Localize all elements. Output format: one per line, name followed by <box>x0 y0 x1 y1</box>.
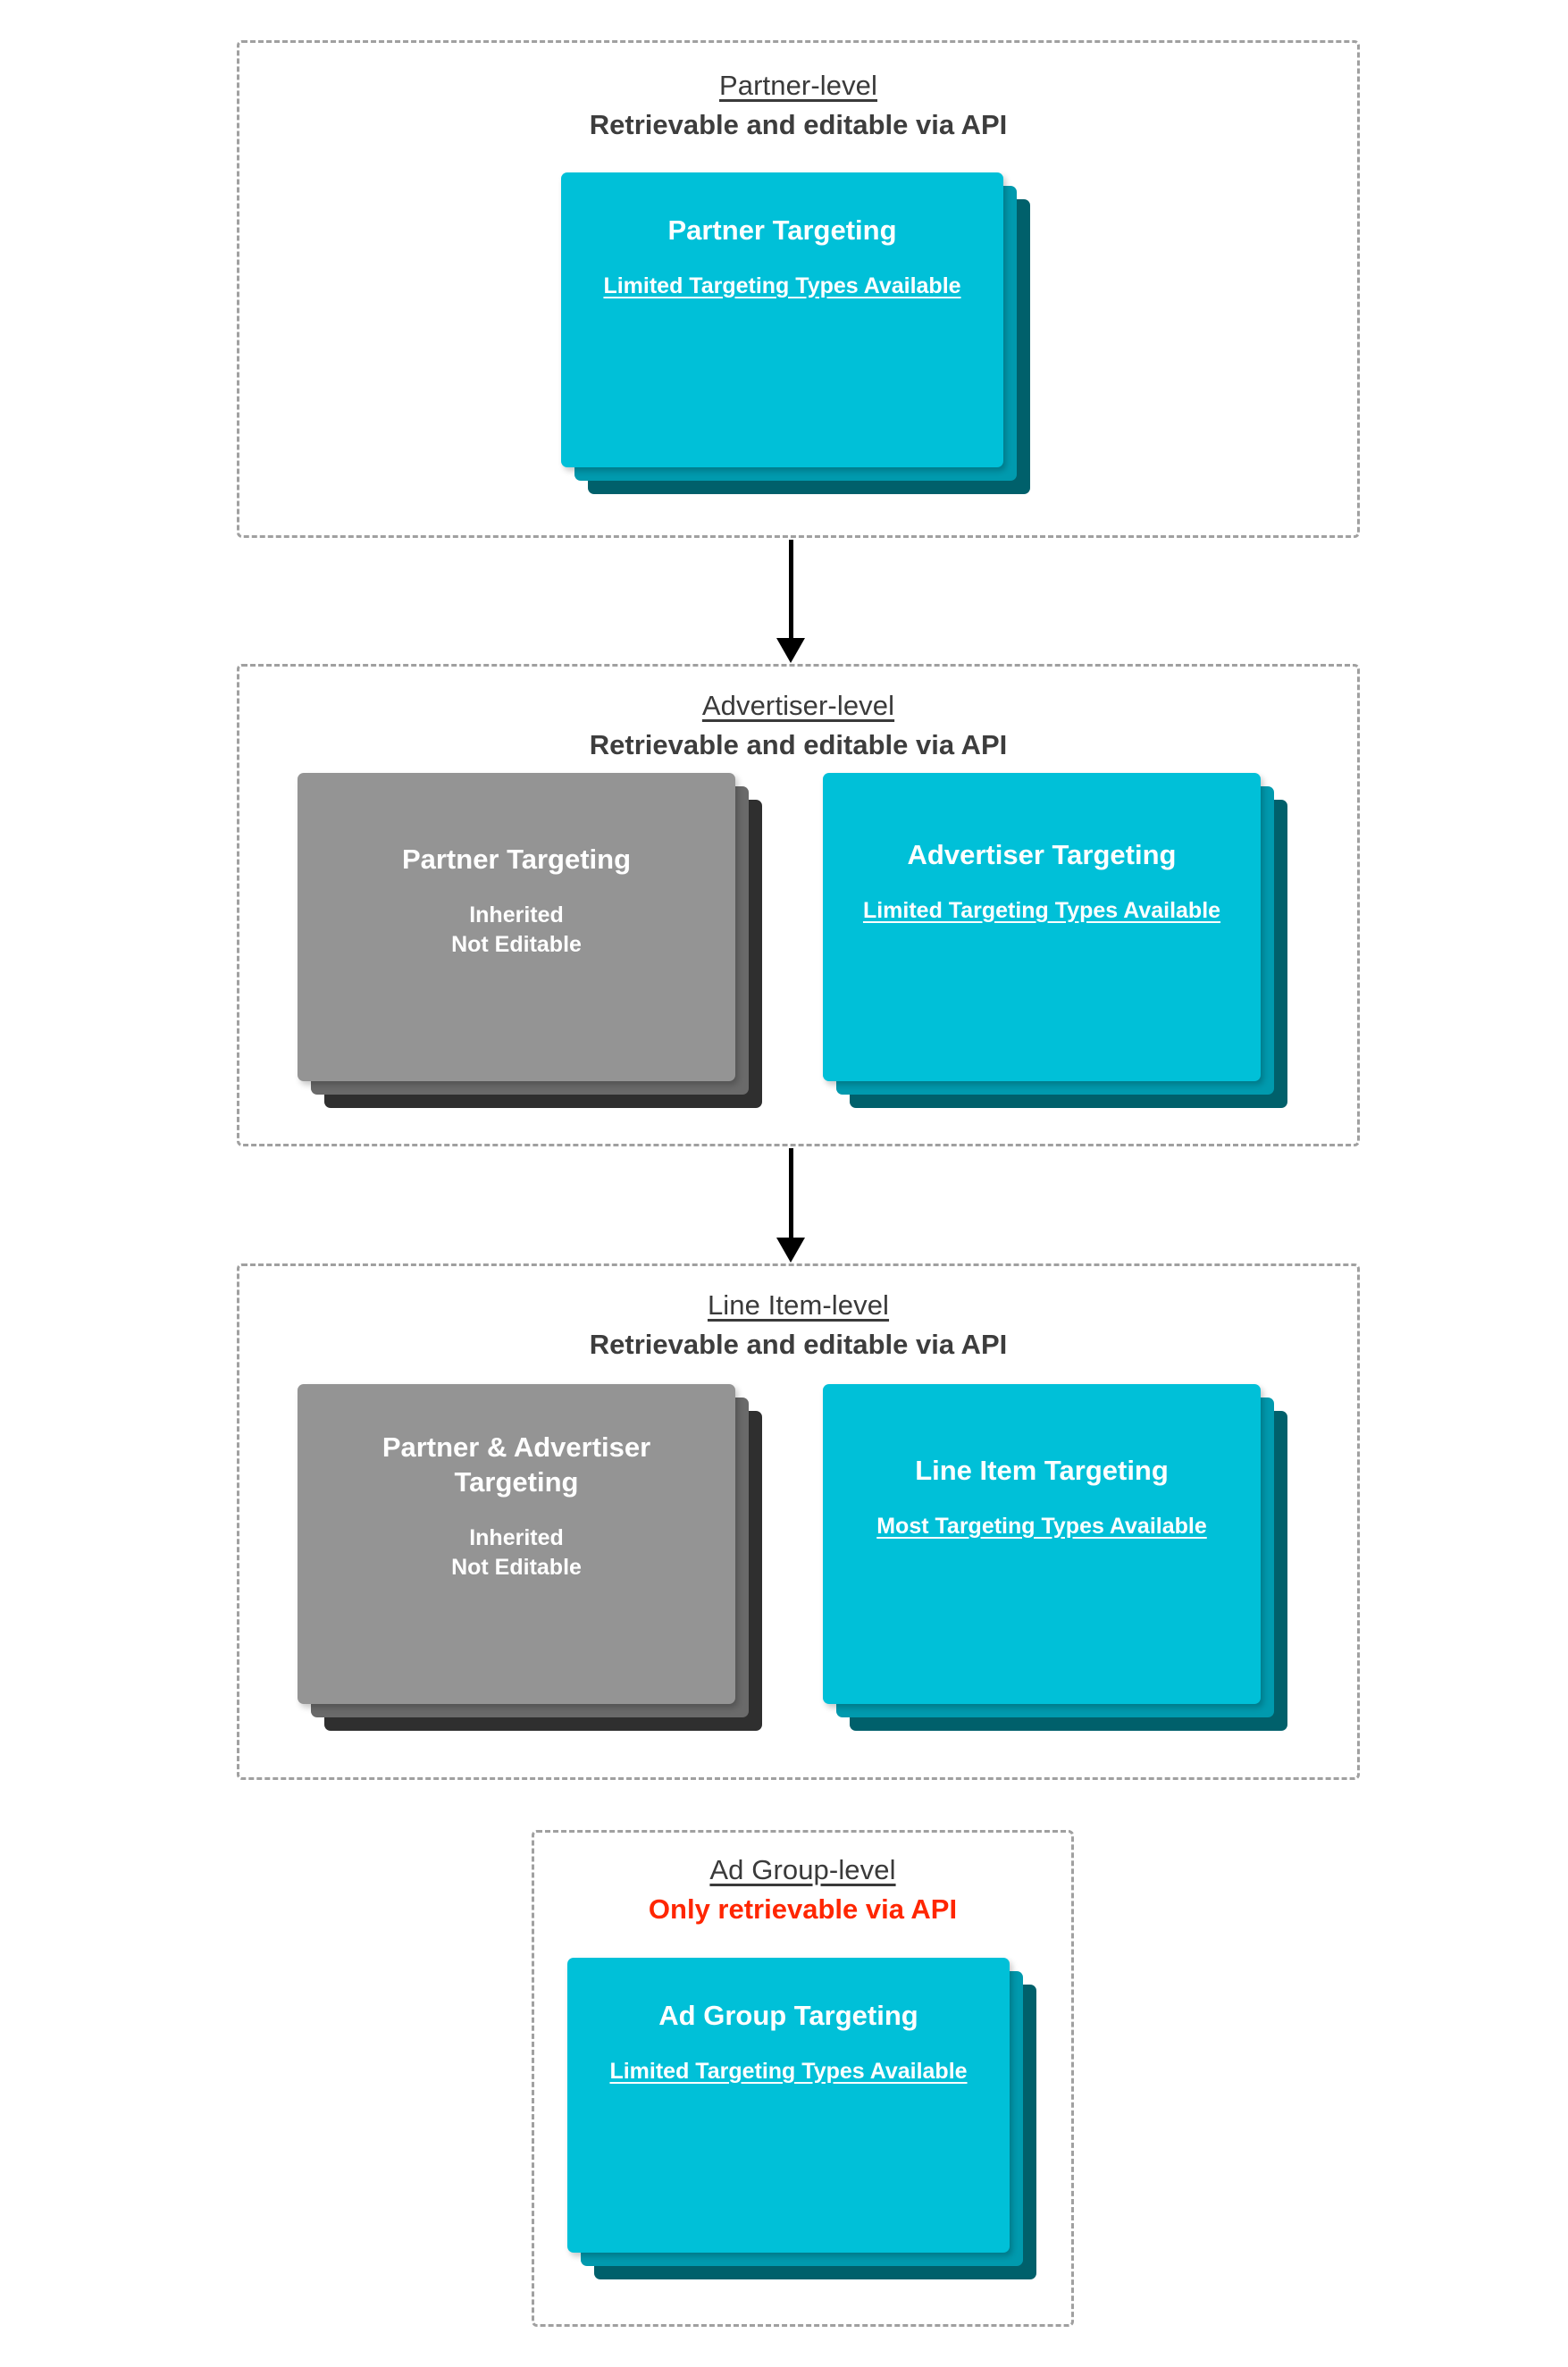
card-ad-group-targeting[interactable]: Ad Group Targeting Limited Targeting Typ… <box>567 1958 1010 2253</box>
card-stack-inherited-partner-targeting[interactable]: Partner Targeting Inherited Not Editable <box>298 773 798 1112</box>
card-advertiser-targeting[interactable]: Advertiser Targeting Limited Targeting T… <box>823 773 1261 1081</box>
card-stack-ad-group-targeting[interactable]: Ad Group Targeting Limited Targeting Typ… <box>567 1958 1036 2284</box>
card-note: Limited Targeting Types Available <box>862 897 1221 923</box>
card-title: Ad Group Targeting <box>658 2000 918 2031</box>
card-partner-targeting[interactable]: Partner Targeting Limited Targeting Type… <box>561 172 1003 467</box>
card-title: Partner Targeting <box>401 844 632 875</box>
connector-arrowhead <box>776 1238 805 1263</box>
level-title-advertiser: Advertiser-level <box>701 690 895 721</box>
level-subtitle-line-item: Retrievable and editable via API <box>589 1328 1008 1360</box>
connector-partner-to-advertiser <box>764 540 818 663</box>
level-header-partner: Partner-level Retrievable and editable v… <box>239 68 1357 143</box>
connector-arrowhead <box>776 638 805 663</box>
card-title: Advertiser Targeting <box>907 839 1177 870</box>
level-header-line-item: Line Item-level Retrievable and editable… <box>239 1288 1357 1363</box>
level-container-advertiser: Advertiser-level Retrievable and editabl… <box>237 664 1360 1146</box>
card-note: Limited Targeting Types Available <box>609 2058 968 2084</box>
card-stack-line-item-targeting[interactable]: Line Item Targeting Most Targeting Types… <box>823 1384 1323 1742</box>
connector-shaft <box>788 540 793 640</box>
card-stack-advertiser-targeting[interactable]: Advertiser Targeting Limited Targeting T… <box>823 773 1323 1112</box>
level-container-partner: Partner-level Retrievable and editable v… <box>237 40 1360 538</box>
level-header-ad-group: Ad Group-level Only retrievable via API <box>534 1852 1071 1927</box>
card-stack-partner-targeting[interactable]: Partner Targeting Limited Targeting Type… <box>561 172 1030 494</box>
level-header-advertiser: Advertiser-level Retrievable and editabl… <box>239 688 1357 763</box>
card-line-item-targeting[interactable]: Line Item Targeting Most Targeting Types… <box>823 1384 1261 1704</box>
card-title: Partner Targeting <box>667 214 897 246</box>
card-title: Line Item Targeting <box>915 1455 1169 1486</box>
card-note: Limited Targeting Types Available <box>603 273 961 298</box>
connector-advertiser-to-line-item <box>764 1148 818 1263</box>
level-subtitle-ad-group: Only retrievable via API <box>648 1893 958 1925</box>
card-note: Most Targeting Types Available <box>876 1513 1207 1539</box>
card-stack-inherited-partner-advertiser-targeting[interactable]: Partner & Advertiser Targeting Inherited… <box>298 1384 798 1742</box>
level-subtitle-partner: Retrievable and editable via API <box>589 108 1008 140</box>
card-note: Inherited Not Editable <box>451 1524 582 1580</box>
level-container-line-item: Line Item-level Retrievable and editable… <box>237 1263 1360 1780</box>
card-inherited-partner-advertiser-targeting[interactable]: Partner & Advertiser Targeting Inherited… <box>298 1384 735 1704</box>
level-title-partner: Partner-level <box>718 70 878 101</box>
connector-shaft <box>788 1148 793 1239</box>
card-note: Inherited Not Editable <box>451 902 582 957</box>
level-subtitle-advertiser: Retrievable and editable via API <box>589 728 1008 760</box>
card-inherited-partner-targeting[interactable]: Partner Targeting Inherited Not Editable <box>298 773 735 1081</box>
card-title: Partner & Advertiser Targeting <box>382 1431 651 1498</box>
level-title-line-item: Line Item-level <box>707 1289 890 1321</box>
level-container-ad-group: Ad Group-level Only retrievable via API … <box>532 1830 1074 2327</box>
level-title-ad-group: Ad Group-level <box>709 1854 896 1885</box>
